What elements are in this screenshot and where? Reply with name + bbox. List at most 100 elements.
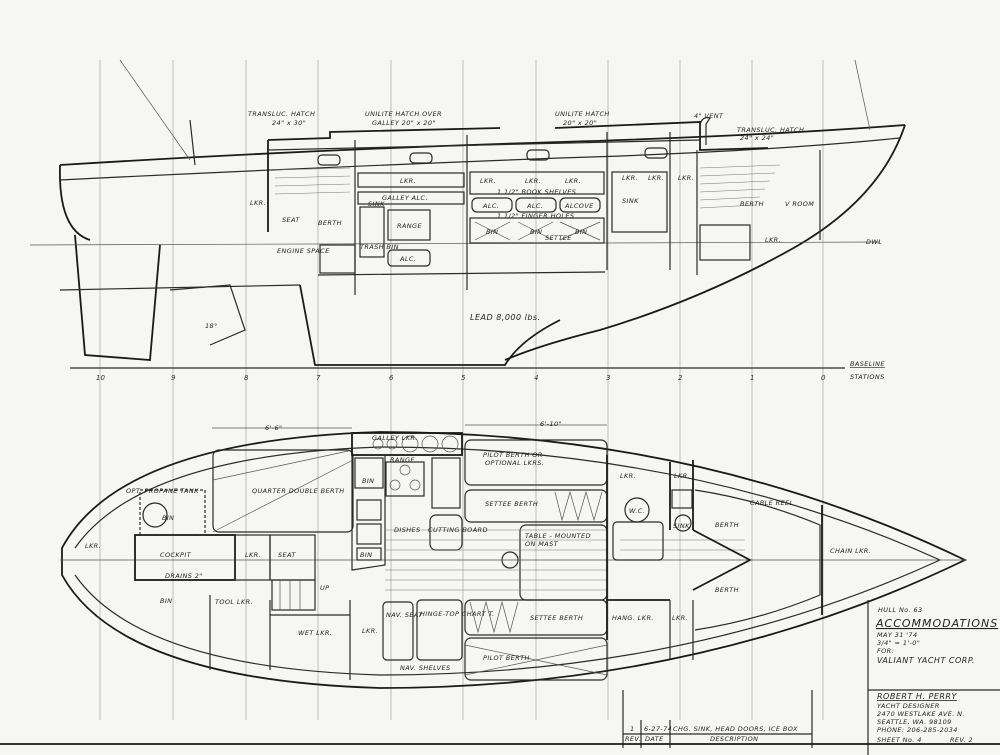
station-4: 4 bbox=[534, 374, 538, 382]
plan-view: 6'-6" 6'-10" GALLEY LKR. RANGE OPT. PROP… bbox=[60, 420, 968, 689]
revision-number: REV. 2 bbox=[950, 736, 973, 744]
label-lkr: LKR. bbox=[362, 627, 378, 635]
revision-header-rev: REV. bbox=[625, 735, 641, 743]
label-bin: BIN bbox=[486, 228, 498, 236]
label-lkr: LKR. bbox=[480, 177, 496, 185]
label-baseline: BASELINE bbox=[850, 360, 885, 368]
sheer-line bbox=[59, 124, 906, 166]
label-seat: SEAT bbox=[282, 216, 300, 224]
label-trash-bin: TRASH BIN bbox=[360, 243, 399, 251]
portlight bbox=[317, 154, 341, 166]
station-3: 3 bbox=[606, 374, 610, 382]
station-6: 6 bbox=[389, 374, 394, 382]
label-nav-shelves: NAV. SHELVES bbox=[400, 664, 451, 672]
label-bin: BIN bbox=[530, 228, 542, 236]
label-cutting-board: CUTTING BOARD bbox=[428, 526, 488, 534]
drawing-title: ACCOMMODATIONS bbox=[875, 617, 998, 630]
label-lkr: LKR. bbox=[622, 174, 638, 182]
for-label: FOR: bbox=[877, 647, 894, 655]
label-drains: DRAINS 2" bbox=[165, 572, 203, 580]
label-lead-ballast: LEAD 8,000 lbs. bbox=[470, 313, 541, 322]
label-berth: BERTH bbox=[715, 521, 739, 529]
label-transluc-hatch-aft: TRANSLUC. HATCH bbox=[248, 110, 315, 118]
label-wc: W.C. bbox=[629, 507, 645, 515]
revision-table: 1 6-27-74 CHG. SINK, HEAD DOORS, ICE BOX… bbox=[0, 690, 1000, 748]
label-engine-space: ENGINE SPACE bbox=[277, 247, 330, 255]
designer-phone: PHONE: 206-285-2034 bbox=[877, 726, 958, 734]
label-lkr: LKR. bbox=[620, 472, 636, 480]
drawing-scale: 3/4" = 1'-0" bbox=[877, 639, 920, 647]
label-settee: SETTEE bbox=[545, 234, 572, 242]
vent-icon bbox=[699, 117, 711, 145]
revision-header-description: DESCRIPTION bbox=[710, 735, 758, 743]
designer-name: ROBERT H. PERRY bbox=[877, 692, 957, 701]
label-cockpit: COCKPIT bbox=[160, 551, 192, 559]
label-hinge-top-chart-table: HINGE-TOP CHART T. bbox=[420, 610, 495, 618]
label-berth: BERTH bbox=[318, 219, 342, 227]
label-lkr: LKR. bbox=[648, 174, 664, 182]
label-opt-propane-tank: OPT. PROPANE TANK bbox=[126, 487, 199, 495]
label-chain-lkr: CHAIN LKR. bbox=[830, 547, 871, 555]
label-stations: STATIONS bbox=[850, 373, 885, 381]
label-lkr: LKR. bbox=[672, 614, 688, 622]
profile-view: TRANSLUC. HATCH 24" x 30" UNILITE HATCH … bbox=[29, 59, 906, 382]
label-unilite-hatch-fwd-size: 20" x 20" bbox=[563, 119, 597, 127]
client-name: VALIANT YACHT CORP. bbox=[877, 656, 975, 665]
designer-city: SEATTLE, WA. 98109 bbox=[877, 718, 952, 726]
label-seat: SEAT bbox=[278, 551, 296, 559]
label-cable-reel: CABLE REEL bbox=[750, 499, 794, 507]
station-7: 7 bbox=[316, 374, 321, 382]
label-lkr: LKR. bbox=[245, 551, 261, 559]
station-2: 2 bbox=[678, 374, 683, 382]
label-dwl: DWL bbox=[866, 238, 882, 246]
label-transluc-hatch-fwd: TRANSLUC. HATCH bbox=[737, 126, 804, 134]
label-unilite-hatch-fwd: UNILITE HATCH bbox=[555, 110, 610, 118]
rudder bbox=[74, 234, 161, 361]
drawing-date: MAY 31 '74 bbox=[877, 631, 918, 639]
label-on-mast: ON MAST bbox=[525, 540, 559, 548]
label-optional-lkrs: OPTIONAL LKRS. bbox=[485, 459, 544, 467]
label-bin: BIN bbox=[575, 228, 587, 236]
hull-number: HULL No. 63 bbox=[878, 606, 923, 614]
station-9: 9 bbox=[171, 374, 176, 382]
sheet-number: SHEET No. 4 bbox=[877, 736, 922, 744]
label-rudder-angle: 18° bbox=[205, 322, 218, 330]
label-bin: BIN bbox=[362, 477, 374, 485]
bow-stem bbox=[504, 124, 906, 361]
station-1: 1 bbox=[750, 374, 754, 382]
label-lkr: LKR. bbox=[765, 236, 781, 244]
label-range: RANGE bbox=[390, 456, 415, 464]
label-galley-alc: GALLEY ALC. bbox=[382, 194, 428, 202]
keel bbox=[299, 284, 561, 366]
label-hang-lkr: HANG. LKR. bbox=[612, 614, 654, 622]
label-fwd-berth: BERTH bbox=[740, 200, 764, 208]
portlight bbox=[644, 147, 668, 159]
label-bin: BIN bbox=[162, 514, 174, 522]
revision-header-date: DATE bbox=[645, 735, 664, 743]
label-tool-lkr: TOOL LKR. bbox=[215, 598, 253, 606]
station-0: 0 bbox=[821, 374, 826, 382]
label-berth: BERTH bbox=[715, 586, 739, 594]
label-settee-berth: SETTEE BERTH bbox=[485, 500, 538, 508]
title-block: HULL No. 63 ACCOMMODATIONS MAY 31 '74 3/… bbox=[867, 600, 1000, 755]
label-range: RANGE bbox=[397, 222, 422, 230]
revision-row-description: CHG. SINK, HEAD DOORS, ICE BOX bbox=[673, 725, 798, 733]
label-book-shelves: 1 1/2" BOOK SHELVES bbox=[497, 188, 576, 196]
revision-row-rev: 1 bbox=[630, 725, 635, 733]
label-sink: SINK bbox=[368, 200, 385, 208]
revision-row-date: 6-27-74 bbox=[644, 725, 672, 733]
station-5: 5 bbox=[461, 374, 466, 382]
label-lkr: LKR. bbox=[565, 177, 581, 185]
label-dishes: DISHES bbox=[394, 526, 421, 534]
label-transluc-hatch-fwd-size: 24" x 24" bbox=[740, 134, 774, 142]
label-settee-berth: SETTEE BERTH bbox=[530, 614, 583, 622]
portlight bbox=[409, 152, 433, 164]
label-alc: ALC. bbox=[399, 255, 416, 263]
label-vent: 4" VENT bbox=[694, 112, 724, 120]
label-dim-fwd: 6'-10" bbox=[540, 420, 562, 428]
station-8: 8 bbox=[244, 374, 249, 382]
label-sink: SINK bbox=[673, 522, 690, 530]
label-pilot-berth: PILOT BERTH bbox=[483, 654, 530, 662]
label-table-mounted: TABLE - MOUNTED bbox=[525, 532, 591, 540]
label-lkr: LKR. bbox=[400, 177, 416, 185]
